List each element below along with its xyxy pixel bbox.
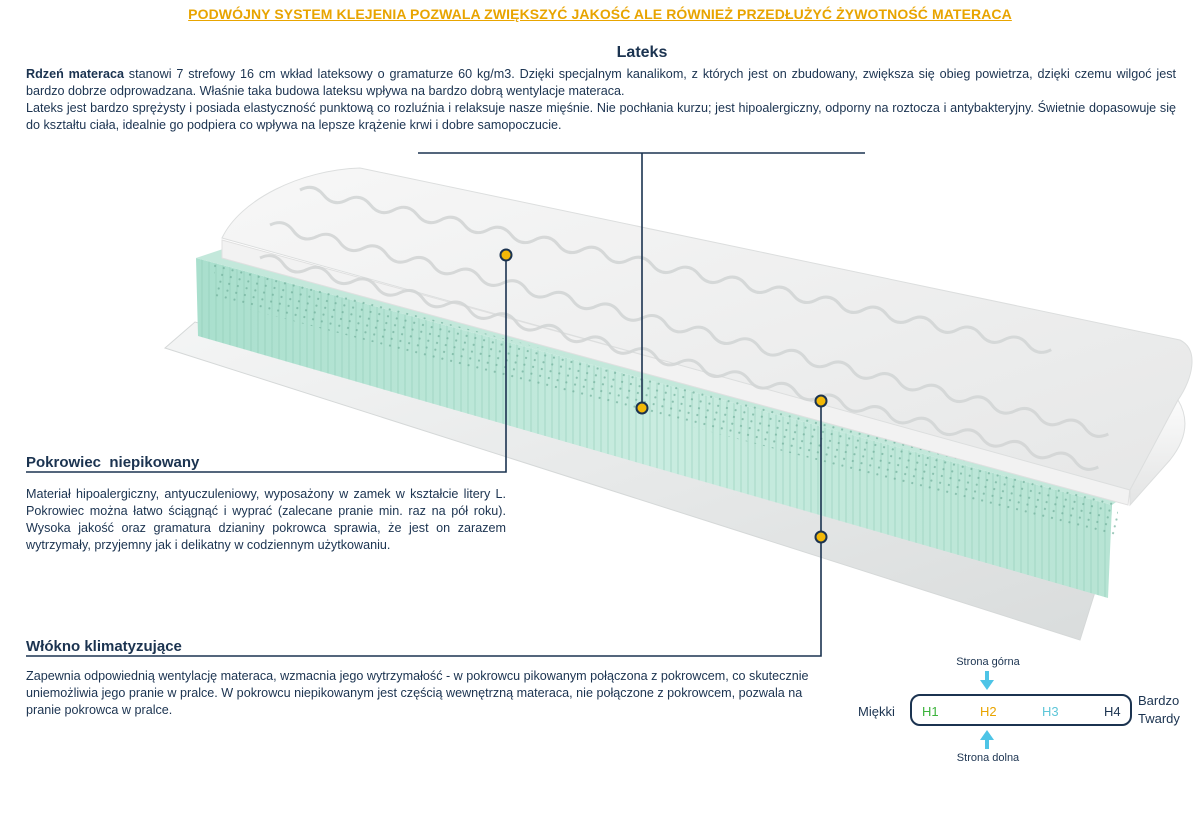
callout-dot-wlokno	[814, 530, 828, 544]
arrow-down-shaft	[985, 671, 989, 681]
firmness-level-h1: H1	[922, 704, 939, 719]
firmness-level-h2: H2	[980, 704, 997, 719]
scale-top-label: Strona górna	[956, 656, 1020, 668]
lateks-text-2: Lateks jest bardzo sprężysty i posiada e…	[26, 101, 1176, 132]
firmness-level-h3: H3	[1042, 704, 1059, 719]
arrow-up-icon	[980, 730, 994, 740]
firmness-level-h4: H4	[1104, 704, 1121, 719]
quilting-pattern	[259, 185, 1109, 471]
callout-dot-pokrowiec	[499, 248, 513, 262]
firmness-scale-box	[910, 694, 1132, 726]
lateks-lead: Rdzeń materaca	[26, 67, 124, 81]
callout-line-pokrowiec	[26, 255, 507, 473]
pokrowiec-description: Materiał hipoalergiczny, antyuczuleniowy…	[26, 487, 506, 552]
lateks-text-1: stanowi 7 strefowy 16 cm wkład lateksowy…	[26, 67, 1176, 98]
callout-dot-lateks	[635, 401, 649, 415]
callout-line-wlokno	[26, 537, 822, 657]
callout-dot-fiber	[814, 394, 828, 408]
lateks-description: Rdzeń materaca stanowi 7 strefowy 16 cm …	[26, 66, 1176, 134]
scale-soft-label: Miękki	[858, 704, 895, 719]
pokrowiec-title: Pokrowiec niepikowany	[26, 454, 200, 471]
arrow-down-icon	[980, 680, 994, 690]
scale-hard-label: Bardzo Twardy	[1138, 693, 1180, 726]
lateks-title: Lateks	[616, 44, 668, 61]
scale-bottom-label: Strona dolna	[956, 752, 1020, 764]
arrow-up-shaft	[985, 739, 989, 749]
wlokno-description: Zapewnia odpowiednią wentylację materaca…	[26, 669, 809, 717]
banner-heading: PODWÓJNY SYSTEM KLEJENIA POZWALA ZWIĘKSZ…	[188, 6, 1012, 22]
wlokno-title: Włókno klimatyzujące	[26, 638, 182, 655]
